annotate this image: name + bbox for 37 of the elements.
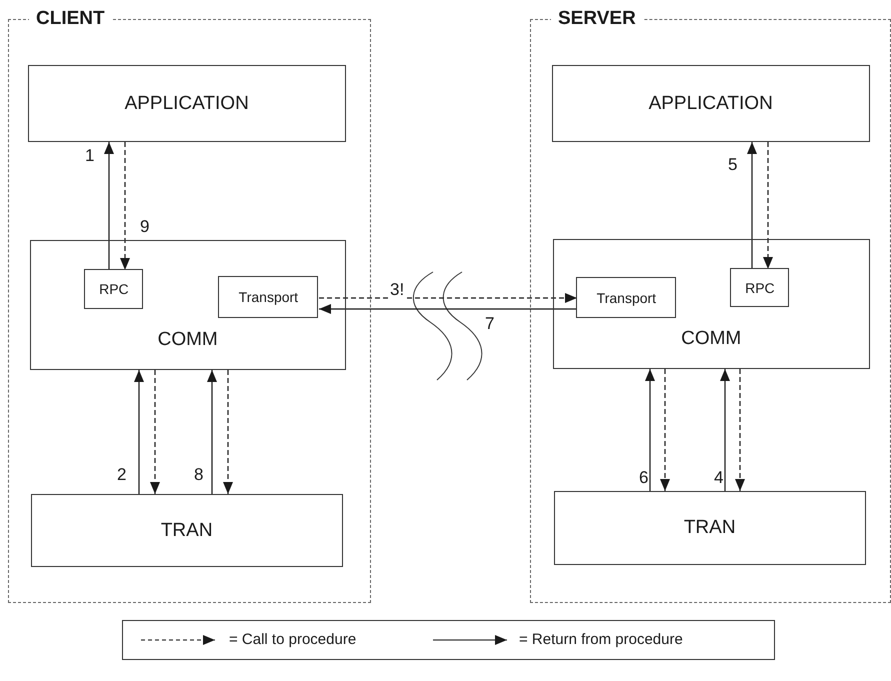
arrow	[120, 142, 130, 270]
box-label: TRAN	[682, 516, 737, 540]
arrow	[319, 293, 577, 303]
legend-text: = Return from procedure	[519, 631, 683, 649]
legend-text: = Call to procedure	[229, 631, 356, 649]
arrow	[207, 370, 217, 494]
process-box	[30, 240, 346, 370]
arrow	[134, 370, 144, 494]
box-label: TRAN	[160, 518, 214, 542]
module-box	[84, 269, 144, 310]
process-box	[552, 64, 870, 142]
module-box	[730, 268, 790, 308]
edge-label: 3!	[389, 281, 406, 299]
box-label: APPLICATION	[648, 92, 774, 115]
box-label: RPC	[98, 280, 130, 298]
arrow	[735, 369, 745, 491]
arrow	[763, 142, 773, 269]
arrow	[645, 369, 655, 491]
box-label: COMM	[680, 326, 742, 350]
box-label: Transport	[596, 288, 658, 307]
box-label: APPLICATION	[124, 92, 250, 115]
process-box	[28, 64, 346, 142]
arrow	[150, 370, 160, 494]
arrow	[720, 369, 730, 491]
box-label: Transport	[238, 288, 300, 306]
arrow	[223, 370, 233, 494]
box-label: COMM	[156, 328, 219, 351]
box-label: RPC	[744, 278, 776, 297]
arrow	[660, 369, 670, 491]
process-box	[554, 490, 866, 565]
arrow	[747, 142, 757, 269]
process-box	[552, 238, 870, 369]
arrow	[104, 142, 114, 270]
module-box	[218, 276, 318, 318]
arrow	[319, 304, 577, 314]
module-box	[576, 277, 676, 318]
process-box	[30, 494, 343, 567]
